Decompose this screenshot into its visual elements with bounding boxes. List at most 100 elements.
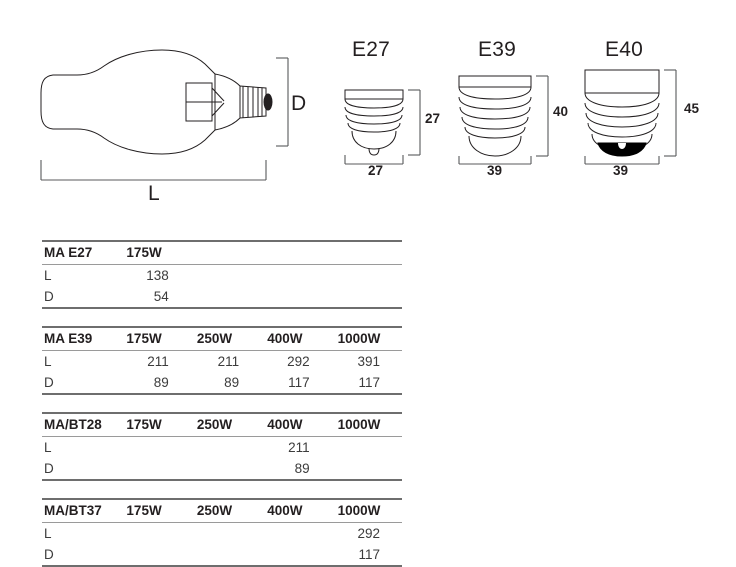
lamp-base-e27-icon: [344, 89, 421, 165]
table-header-row: MA/BT28 175W 250W 400W 1000W: [42, 412, 402, 437]
length-label: L: [148, 182, 160, 205]
e39-height-dimension: [536, 75, 549, 157]
row-value: [190, 286, 262, 309]
table-header-cell: 175W: [120, 412, 191, 437]
lamp-drawings-panel: D L E27 27 27 E: [0, 0, 736, 225]
row-label: D: [42, 286, 121, 309]
e27-height-dimension: [408, 89, 421, 156]
row-value: [261, 523, 331, 545]
base-shell: [239, 85, 267, 119]
lamp-base-e39-icon: [458, 75, 549, 165]
e27-width-dimension: [344, 155, 404, 165]
row-value: 211: [147, 354, 169, 369]
row-value: [331, 286, 402, 309]
row-value: 292: [287, 354, 310, 369]
lead-wire-lower: [211, 102, 225, 117]
spec-table-ma-bt28: MA/BT28 175W 250W 400W 1000W L 211 D 89: [42, 412, 402, 481]
e40-coil-2: [584, 102, 660, 118]
table-header-cell: 1000W: [331, 498, 402, 523]
length-dimension-bracket: [40, 160, 267, 181]
row-label: D: [42, 458, 121, 481]
row-value: 117: [331, 544, 402, 567]
row-value: 391: [357, 354, 380, 369]
table-header-cell: 1000W: [331, 326, 402, 351]
e40-height-dimension: [664, 69, 677, 157]
table-header-cell: 250W: [190, 326, 262, 351]
bulb-neck-top: [214, 73, 241, 87]
table-header-cell: MA E27: [42, 240, 121, 265]
table-header-cell: MA E39: [42, 326, 121, 351]
table-row: D 54: [42, 286, 402, 309]
spec-table-ma-e39: MA E39 175W 250W 400W 1000W L 211 211 29…: [42, 326, 402, 395]
table-row: D 89: [42, 458, 402, 481]
table-header-cell: 400W: [261, 498, 332, 523]
e27-coil-3: [345, 114, 403, 125]
bulb-neck-bottom: [214, 117, 241, 131]
table-header-cell: 400W: [261, 412, 332, 437]
e27-height-value: 27: [425, 111, 441, 126]
table-header-row: MA E39 175W 250W 400W 1000W: [42, 326, 402, 351]
row-value: 211: [288, 440, 310, 455]
row-value: [261, 286, 332, 309]
row-value: 54: [120, 286, 191, 309]
e40-collar: [584, 69, 660, 94]
e39-dome: [468, 135, 522, 157]
e40-coil-1: [584, 92, 660, 108]
e40-contact-notch: [618, 143, 626, 149]
e40-contact-plate: [597, 142, 647, 157]
table-header-row: MA E27 175W: [42, 240, 402, 265]
row-value: [120, 544, 191, 567]
table-header-cell: 175W: [120, 326, 191, 351]
row-label: L: [44, 440, 52, 455]
base-contact: [263, 93, 273, 111]
table-header-cell: 250W: [190, 412, 262, 437]
e39-coil-2: [458, 96, 532, 110]
row-value: 117: [331, 372, 402, 395]
spec-table-ma-bt37: MA/BT37 175W 250W 400W 1000W L 292 D 117: [42, 498, 402, 567]
row-value: [332, 265, 402, 287]
table-header-cell: 175W: [120, 240, 191, 265]
row-value: [261, 544, 332, 567]
lead-wire-upper: [211, 87, 225, 102]
table-header-cell: [190, 240, 262, 265]
e27-contact: [368, 147, 380, 156]
row-value: [191, 265, 261, 287]
row-label: L: [44, 354, 52, 369]
e39-coil-4: [461, 116, 529, 130]
e39-coil-5: [464, 126, 526, 139]
table-row: D 117: [42, 544, 402, 567]
table-row: L 211 211 292 391: [42, 351, 402, 373]
row-value: [191, 437, 261, 459]
row-value: [190, 458, 262, 481]
e27-width-value: 27: [368, 163, 384, 178]
e27-dome: [351, 130, 397, 150]
e39-coil-3: [459, 106, 531, 120]
table-row: L 211: [42, 437, 402, 459]
e39-height-value: 40: [553, 104, 569, 119]
e40-width-value: 39: [613, 163, 629, 178]
table-header-cell: [261, 240, 332, 265]
row-value: 138: [146, 268, 169, 283]
row-value: 117: [261, 372, 332, 395]
spec-table-ma-e27: MA E27 175W L 138 D 54: [42, 240, 402, 309]
e40-width-dimension: [584, 156, 660, 165]
diameter-label: D: [291, 92, 307, 115]
base-title-e39: E39: [478, 38, 516, 61]
e27-coil-1: [344, 98, 404, 109]
lamp-base-e40-icon: [584, 69, 677, 165]
table-header-cell: MA/BT28: [42, 412, 121, 437]
row-label: D: [42, 372, 121, 395]
row-value: 89: [261, 458, 332, 481]
row-label: L: [44, 268, 52, 283]
base-title-e40: E40: [605, 38, 643, 61]
row-value: 89: [190, 372, 262, 395]
table-header-cell: 400W: [261, 326, 332, 351]
e39-width-dimension: [458, 156, 532, 165]
row-value: [190, 544, 262, 567]
base-title-e27: E27: [352, 38, 390, 61]
table-header-cell: 175W: [120, 498, 191, 523]
e40-height-value: 45: [684, 101, 700, 116]
table-header-cell: 250W: [190, 498, 262, 523]
diameter-dimension-bracket: [276, 57, 289, 147]
e39-collar: [458, 75, 532, 88]
